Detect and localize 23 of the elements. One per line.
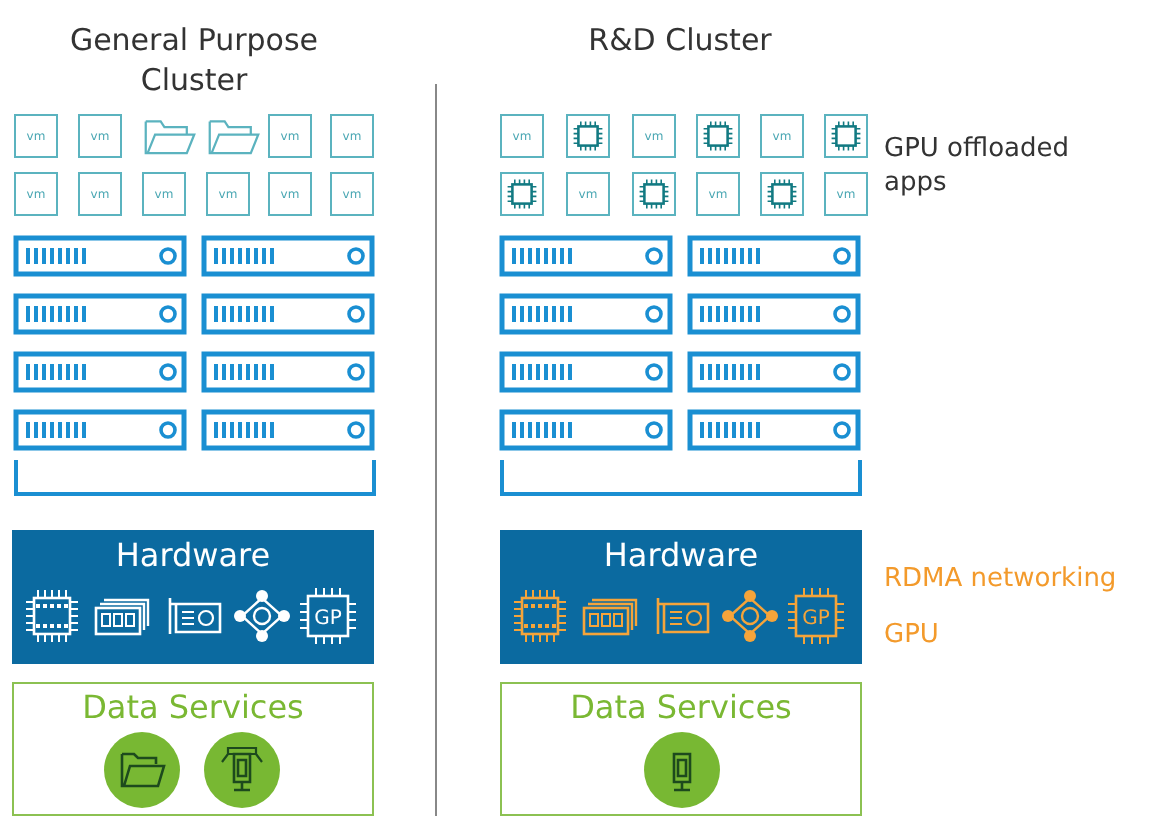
chip-tile bbox=[500, 172, 544, 216]
folder-icon bbox=[206, 114, 262, 158]
panel-title: Data Services bbox=[568, 688, 794, 726]
panel-title: Hardware bbox=[113, 536, 273, 574]
chip-tile bbox=[760, 172, 804, 216]
hardware-panel bbox=[12, 530, 374, 664]
chip-tile bbox=[824, 114, 868, 158]
cluster-title: R&D Cluster bbox=[586, 20, 774, 60]
side-note: RDMA networking bbox=[884, 564, 1117, 594]
gpu-chip-icon: GP bbox=[300, 588, 356, 644]
folder-icon bbox=[142, 114, 198, 158]
cluster-title: General Purpose Cluster bbox=[67, 20, 321, 100]
hardware-panel bbox=[500, 530, 862, 664]
panel-title: Data Services bbox=[80, 688, 306, 726]
chip-tile bbox=[696, 114, 740, 158]
data-services-panel bbox=[500, 682, 862, 816]
side-note: GPU bbox=[884, 620, 939, 650]
gpu-chip-icon: GP bbox=[788, 588, 844, 644]
side-note: GPU offloaded apps bbox=[884, 132, 1072, 200]
data-services-panel bbox=[12, 682, 374, 816]
chip-tile bbox=[632, 172, 676, 216]
panel-title: Hardware bbox=[601, 536, 761, 574]
chip-tile bbox=[566, 114, 610, 158]
